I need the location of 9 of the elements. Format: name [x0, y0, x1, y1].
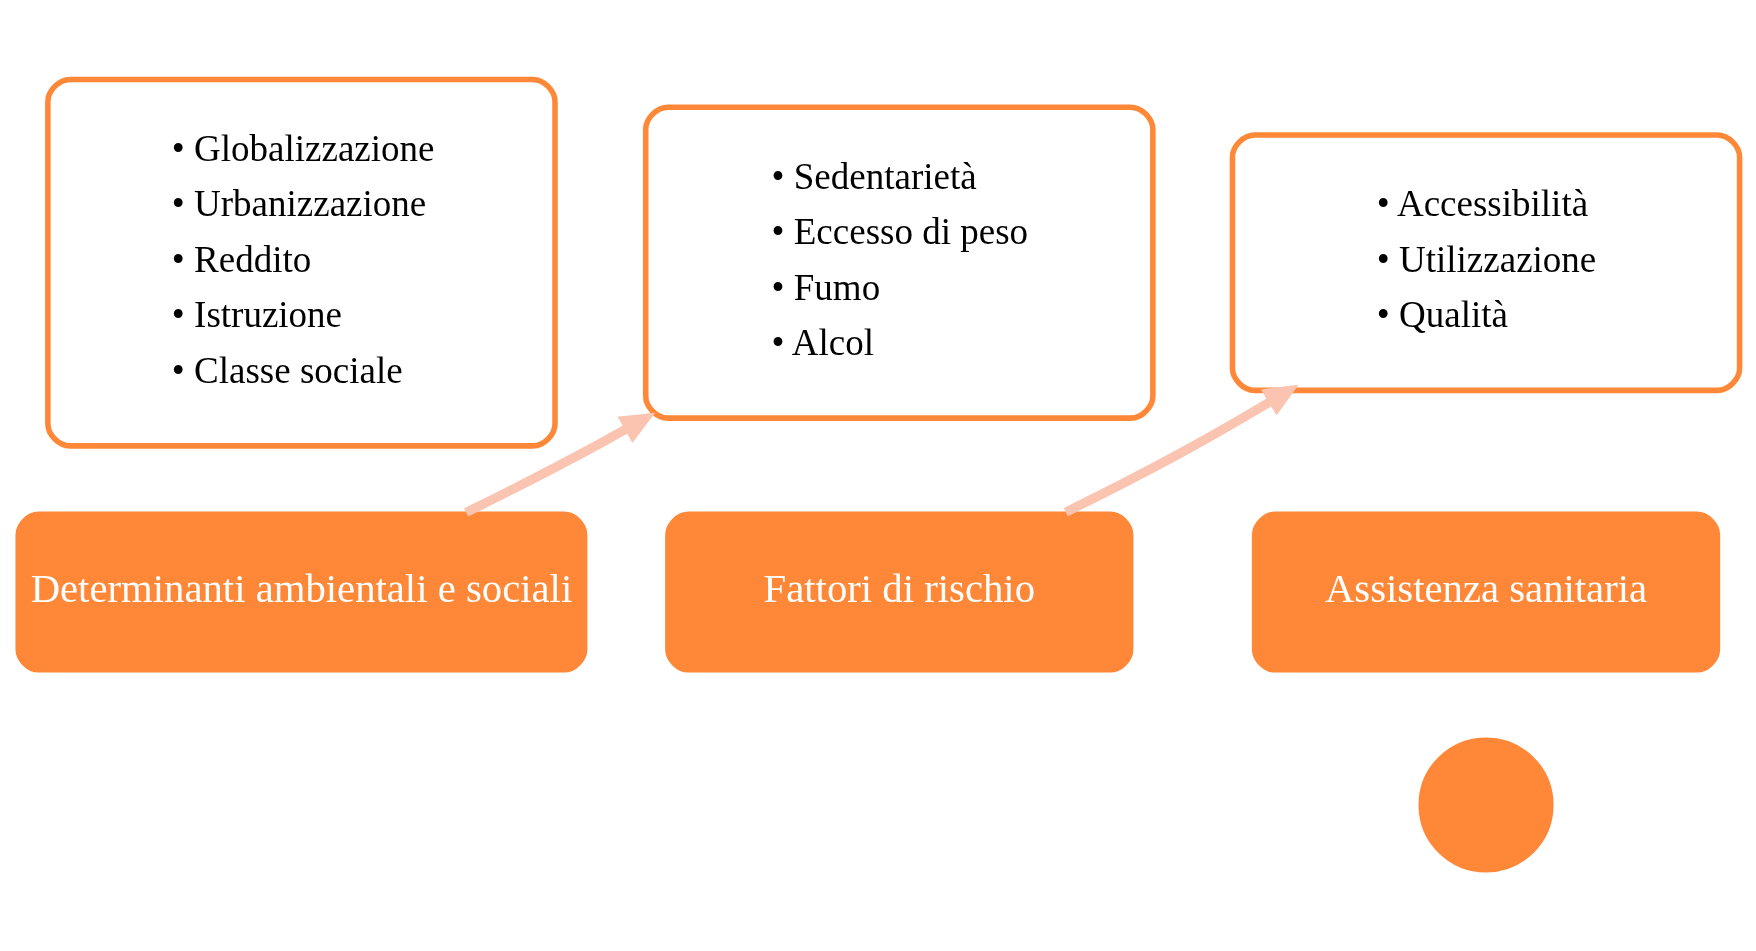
node-circle [1418, 737, 1554, 873]
node-box: Assistenza sanitaria [1251, 511, 1721, 673]
node-box: • Globalizzazione • Urbanizzazione • Reddito • Istruzione • Classe sociale [45, 76, 558, 449]
node-box: Fattori di rischio [665, 511, 1134, 673]
node-box: Determinanti ambientali e sociali [15, 511, 588, 673]
node-box: • Sedentarietà • Eccesso di peso • Fumo • Alcol [642, 104, 1156, 421]
arrow [464, 412, 656, 517]
node-box: • Accessibilità • Utilizzazione • Qualità [1229, 132, 1743, 394]
arrow [1063, 384, 1299, 517]
